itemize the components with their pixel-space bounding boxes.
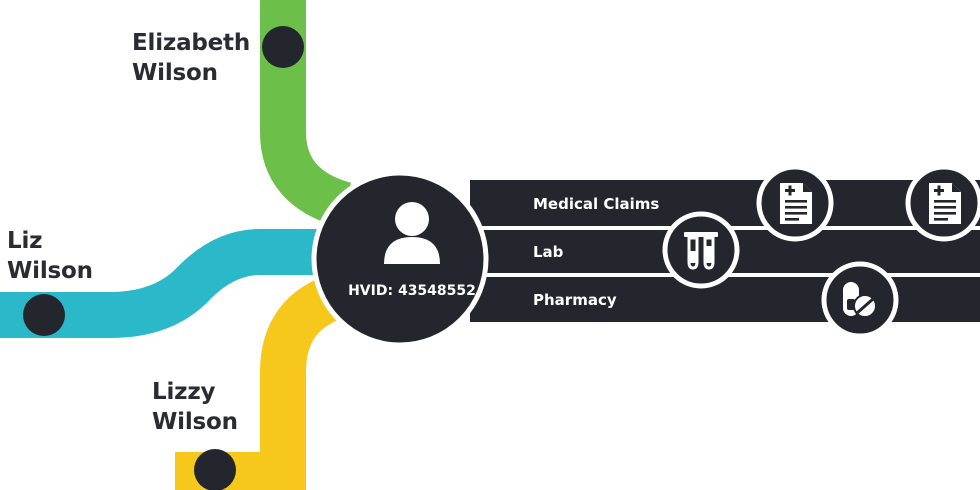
medical-document-icon <box>756 164 834 242</box>
first-name: Liz <box>7 228 43 254</box>
branch-line-elizabeth <box>260 0 352 228</box>
test-tubes-icon <box>662 211 740 289</box>
first-name: Lizzy <box>152 379 216 405</box>
track-label-pharmacy: Pharmacy <box>533 291 617 309</box>
person-icon <box>384 202 440 264</box>
pill-icon <box>821 261 899 339</box>
last-name: Wilson <box>132 60 218 86</box>
branch-line-liz <box>0 229 350 338</box>
endpoint-dot-lizzy <box>194 449 236 490</box>
person-name-lizzy: Lizzy Wilson <box>152 377 238 437</box>
medical-document-icon <box>905 164 980 242</box>
hub-id-label: HVID: 43548552 <box>348 283 476 299</box>
person-name-liz: Liz Wilson <box>7 226 93 286</box>
track-label-medical-claims: Medical Claims <box>533 195 659 213</box>
endpoint-dot-elizabeth <box>262 26 304 68</box>
last-name: Wilson <box>152 409 238 435</box>
endpoint-dot-liz <box>23 294 65 336</box>
first-name: Elizabeth <box>132 30 251 56</box>
last-name: Wilson <box>7 258 93 284</box>
person-name-elizabeth: Elizabeth Wilson <box>132 28 250 88</box>
track-label-lab: Lab <box>533 243 564 261</box>
